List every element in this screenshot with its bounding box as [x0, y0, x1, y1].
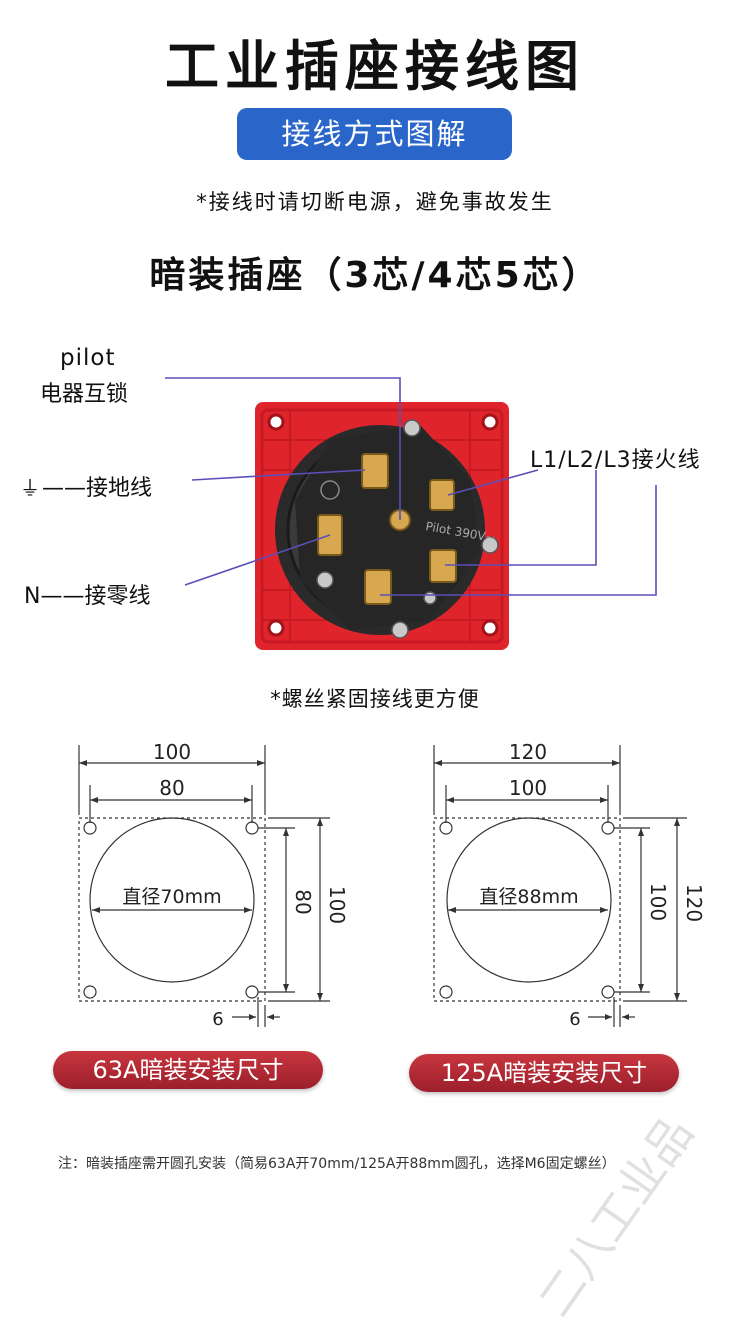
page-title: 工业插座接线图 — [165, 35, 585, 98]
footnote: 注：暗装插座需开圆孔安装（简易63A开70mm/125A开88mm圆孔，选择M6… — [58, 1156, 616, 1172]
dim-outer-height: 120 — [682, 884, 706, 922]
dimension-diagram-125a: 120 100 100 120 直径88mm 6 — [433, 740, 706, 1030]
dim-diameter: 直径70mm — [122, 886, 221, 908]
section-pill: 接线方式图解 — [237, 108, 512, 160]
dim-inner-width: 80 — [159, 776, 184, 800]
label-interlock: 电器互锁 — [40, 382, 129, 407]
dim-edge: 6 — [212, 1009, 223, 1030]
dim-edge: 6 — [569, 1009, 580, 1030]
dim-outer-width: 100 — [153, 740, 191, 764]
label-ground-row: ⏚——接地线 — [20, 470, 152, 502]
label-pilot: pilot — [60, 345, 116, 371]
dim-inner-height: 80 — [291, 889, 315, 914]
dim-diameter: 直径88mm — [479, 886, 578, 908]
ground-mark-icon — [320, 480, 340, 500]
dim-inner-height: 100 — [646, 883, 670, 921]
leader-lines — [165, 377, 657, 596]
dim-outer-height: 100 — [325, 886, 349, 924]
badge-63a: 63A暗装安装尺寸 — [53, 1051, 323, 1089]
terminals — [317, 453, 457, 605]
warning-text: *接线时请切断电源，避免事故发生 — [196, 190, 554, 214]
mount-holes — [267, 413, 499, 637]
subtitle: 暗装插座（3芯/4芯5芯） — [149, 255, 601, 296]
dim-outer-width: 120 — [509, 740, 547, 764]
badge-125a: 125A暗装安装尺寸 — [409, 1054, 679, 1092]
dimension-diagram-63a: 100 80 80 100 直径70mm 6 — [78, 740, 349, 1030]
screws — [316, 419, 499, 639]
cutout-circle-63a — [89, 817, 255, 983]
dim-inner-width: 100 — [509, 776, 547, 800]
ground-symbol-icon: ⏚ — [20, 476, 40, 500]
watermark: 二八工业品 — [527, 1106, 704, 1327]
label-ground: ——接地线 — [42, 476, 153, 501]
screw-note: *螺丝紧固接线更方便 — [270, 687, 480, 711]
label-neutral: N——接零线 — [24, 584, 151, 609]
socket-illustration: Pilot 390V~ — [165, 377, 657, 650]
label-live: L1/L2/L3接火线 — [530, 448, 701, 473]
cutout-circle-125a — [446, 817, 612, 983]
